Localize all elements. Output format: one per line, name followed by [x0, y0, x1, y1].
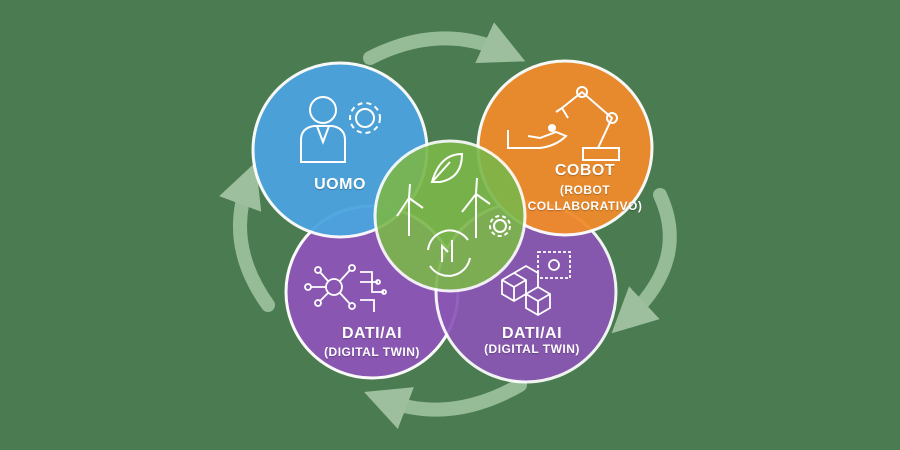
wind-turbine-icon — [396, 177, 491, 238]
robot-arm-icon — [555, 86, 620, 161]
recycle-icon — [427, 229, 471, 277]
person-icon — [300, 96, 346, 163]
circle-center — [373, 139, 527, 293]
hand-icon — [507, 124, 568, 149]
cycle-arrow-left — [219, 161, 275, 312]
uomo-title: UOMO — [314, 176, 366, 193]
dati-right-subtitle: (DIGITAL TWIN) — [484, 342, 580, 356]
cobot-title: COBOT — [554, 162, 616, 179]
cubes-icon — [501, 264, 551, 317]
gear-icon — [489, 215, 511, 237]
cobot-subtitle-2: COLLABORATIVO) — [527, 199, 643, 213]
neural-network-icon — [304, 264, 387, 312]
cycle-arrow-top — [363, 22, 526, 65]
gear-icon — [349, 102, 381, 134]
monitor-icon — [537, 251, 571, 279]
dati-left-title: DATI/AI — [341, 325, 403, 342]
dati-right-title: DATI/AI — [501, 325, 563, 342]
cycle-arrow-right — [611, 188, 677, 334]
cycle-arrow-bottom — [364, 378, 527, 429]
dati-left-subtitle: (DIGITAL TWIN) — [324, 345, 420, 359]
leaf-icon — [430, 152, 464, 183]
cobot-subtitle-1: (ROBOT — [559, 183, 611, 197]
